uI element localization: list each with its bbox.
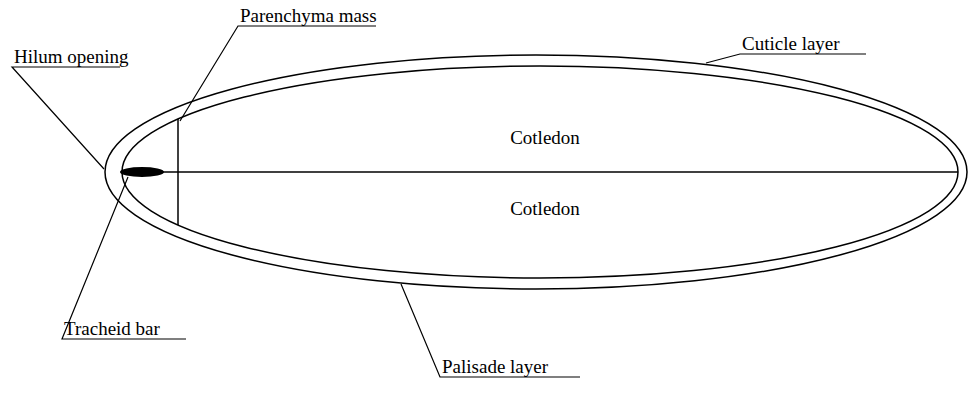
- cotyledon-divide: [122, 171, 958, 173]
- leader-line: [180, 26, 376, 121]
- part-label: Cuticle layer: [742, 34, 840, 53]
- part-label: Cotledon: [510, 128, 580, 147]
- leader-line: [401, 284, 580, 377]
- parenchyma-boundary: [177, 119, 179, 225]
- leader-line: [62, 177, 186, 339]
- palisade-outline: [122, 66, 958, 278]
- cuticle-outline: [105, 55, 967, 289]
- part-label: Cotledon: [510, 199, 580, 218]
- part-label: Tracheid bar: [64, 319, 160, 338]
- part-label: Palisade layer: [442, 357, 548, 376]
- leader-line: [12, 67, 120, 169]
- part-label: Hilum opening: [14, 47, 129, 66]
- part-label: Parenchyma mass: [240, 6, 377, 25]
- tracheid-bar-shape: [120, 167, 164, 177]
- leader-line: [706, 54, 866, 63]
